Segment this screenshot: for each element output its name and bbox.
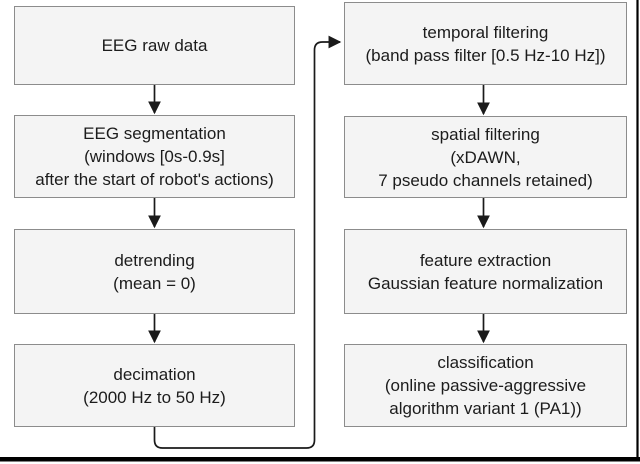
node-classification: classification (online passive-aggressiv…: [344, 344, 627, 427]
node-label: (windows [0s-0.9s]: [84, 147, 225, 166]
node-detrending: detrending (mean = 0): [14, 229, 295, 314]
node-label: classification: [437, 353, 534, 372]
node-label: detrending: [114, 250, 195, 270]
node-label: (band pass filter [0.5 Hz-10 Hz]): [365, 45, 606, 65]
node-decimation: decimation (2000 Hz to 50 Hz): [14, 344, 295, 427]
node-label: (mean = 0): [113, 273, 196, 293]
node-label: (2000 Hz to 50 Hz): [83, 387, 226, 407]
node-label: algorithm variant 1 (PA1)): [389, 399, 582, 418]
connector-decimation-to-temporal: [153, 35, 342, 449]
node-label: EEG raw data: [101, 36, 208, 55]
node-eeg-raw-data: EEG raw data: [14, 6, 295, 85]
node-spatial-filtering: spatial filtering (xDAWN, 7 pseudo chann…: [344, 116, 627, 198]
node-label: decimation: [113, 364, 196, 384]
node-label: spatial filtering: [431, 124, 540, 144]
node-label: Gaussian feature normalization: [367, 273, 604, 293]
node-label: (xDAWN,: [450, 147, 521, 167]
frame-bottom-border: [0, 457, 640, 462]
node-label: temporal filtering: [422, 22, 549, 42]
node-label: feature extraction: [419, 250, 552, 270]
node-label: 7 pseudo channels retained): [378, 170, 593, 190]
node-eeg-segmentation: EEG segmentation (windows [0s-0.9s] afte…: [14, 115, 295, 198]
node-label: EEG segmentation: [83, 124, 226, 143]
node-temporal-filtering: temporal filtering (band pass filter [0.…: [344, 2, 627, 85]
node-feature-extraction: feature extraction Gaussian feature norm…: [344, 229, 627, 314]
node-label: (online passive-aggressive: [384, 376, 587, 395]
node-label: after the start of robot's actions): [35, 170, 274, 189]
